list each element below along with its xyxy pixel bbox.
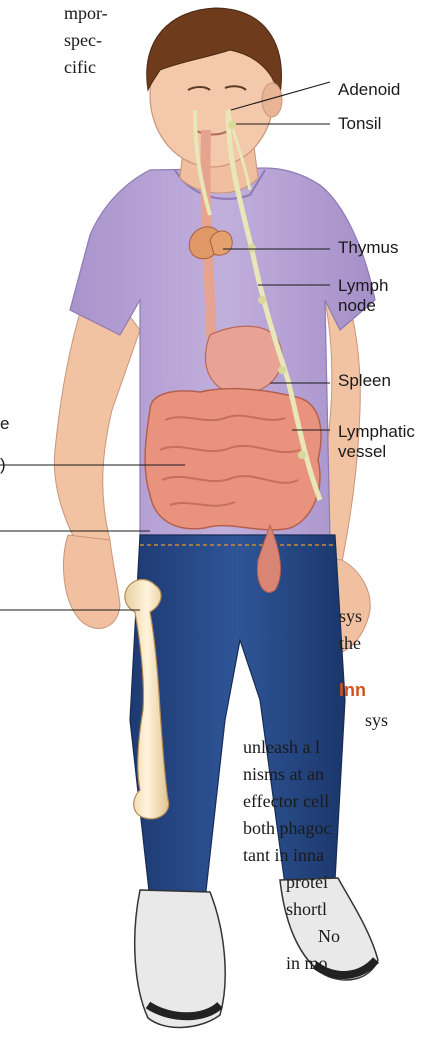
text-line: unleash a l xyxy=(243,734,320,761)
thymus xyxy=(189,227,232,259)
text-line: sys xyxy=(339,603,362,630)
label-lymph-node: Lymph node xyxy=(338,276,388,316)
section-heading: Inn xyxy=(339,680,366,701)
label-line: vessel xyxy=(338,442,415,462)
label-thymus: Thymus xyxy=(338,238,398,258)
text-line: in mo xyxy=(286,950,328,977)
text-line: effector cell xyxy=(243,788,329,815)
label-line: node xyxy=(338,296,388,316)
text-line: nisms at an xyxy=(243,761,324,788)
label-line: Lymphatic xyxy=(338,422,415,442)
head xyxy=(147,8,282,167)
text-line: both phagoc xyxy=(243,815,331,842)
text-line: the xyxy=(339,630,362,657)
label-lymphatic-vessel: Lymphatic vessel xyxy=(338,422,415,462)
text-line: tant in inna xyxy=(243,842,324,869)
label-cut-left-1: e xyxy=(0,414,9,434)
label-spleen: Spleen xyxy=(338,371,391,391)
page-text-right: sys the xyxy=(339,603,362,657)
label-adenoid: Adenoid xyxy=(338,80,400,100)
text-line: cific xyxy=(64,54,108,81)
text-line: shortl xyxy=(286,896,327,923)
label-tonsil: Tonsil xyxy=(338,114,381,134)
text-line: spec- xyxy=(64,27,108,54)
label-cut-left-2: ) xyxy=(0,455,6,475)
page-text-top-left: mpor- spec- cific xyxy=(64,0,108,81)
label-line: Lymph xyxy=(338,276,388,296)
shoes xyxy=(135,878,378,1027)
text-line: mpor- xyxy=(64,0,108,27)
text-line-sys: sys xyxy=(365,707,388,734)
text-line: No xyxy=(318,923,340,950)
text-line: protei xyxy=(286,869,328,896)
